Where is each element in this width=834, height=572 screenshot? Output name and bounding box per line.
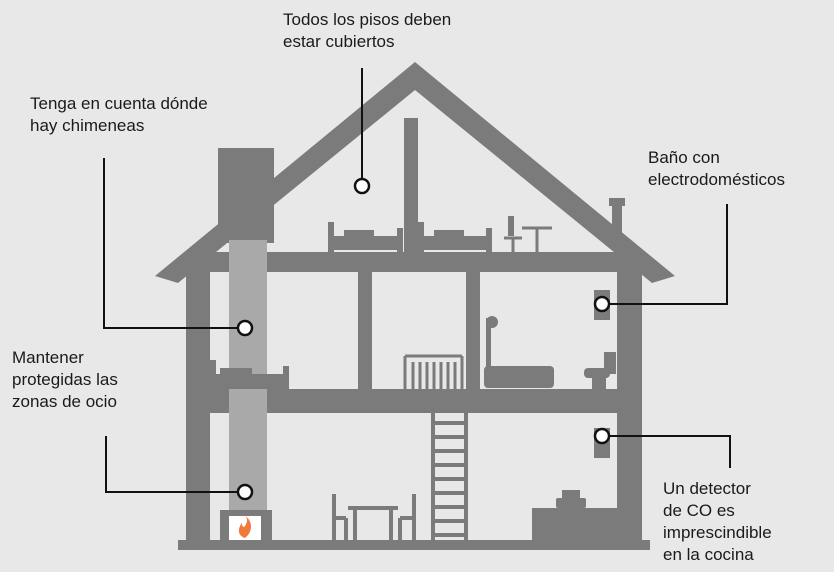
callout-bathroom: Baño con electrodomésticos [648, 148, 786, 189]
dining-set [332, 494, 416, 542]
marker-leisure [236, 483, 254, 501]
callout-all-floors: Todos los pisos deben estar cubiertos [283, 10, 452, 51]
callout-lines [103, 68, 731, 493]
attic-bed-right [418, 222, 492, 252]
attic-bed-left [328, 222, 403, 252]
interior-wall-1 [358, 272, 372, 390]
toilet [584, 352, 616, 390]
leader-kitchen [609, 435, 731, 468]
chimney [218, 148, 274, 243]
staircase [431, 413, 468, 542]
marker-bathroom [593, 295, 611, 313]
leader-bathroom [609, 204, 728, 305]
callout-leisure: Mantener protegidas las zonas de ocio [12, 348, 118, 411]
leader-leisure [105, 436, 238, 493]
ground-floor [178, 540, 650, 550]
bathtub [484, 316, 554, 388]
stair-railing [403, 354, 464, 390]
attic-post [404, 118, 418, 258]
attic-floor [186, 252, 642, 272]
fireplace [220, 510, 272, 542]
interior-wall-2 [466, 272, 480, 390]
callout-markers [236, 177, 611, 501]
marker-all-floors [353, 177, 371, 195]
flame-icon [238, 516, 252, 538]
marker-kitchen [593, 427, 611, 445]
attic-desk [504, 216, 552, 252]
kitchen-stove [532, 490, 620, 542]
leader-fireplaces [103, 158, 238, 329]
callout-fireplaces: Tenga en cuenta dónde hay chimeneas [30, 94, 208, 135]
marker-fireplaces [236, 319, 254, 337]
bedroom-bed [210, 360, 289, 390]
callout-kitchen: Un detector de CO es imprescindible en l… [663, 479, 772, 564]
roof-vent [609, 198, 625, 245]
